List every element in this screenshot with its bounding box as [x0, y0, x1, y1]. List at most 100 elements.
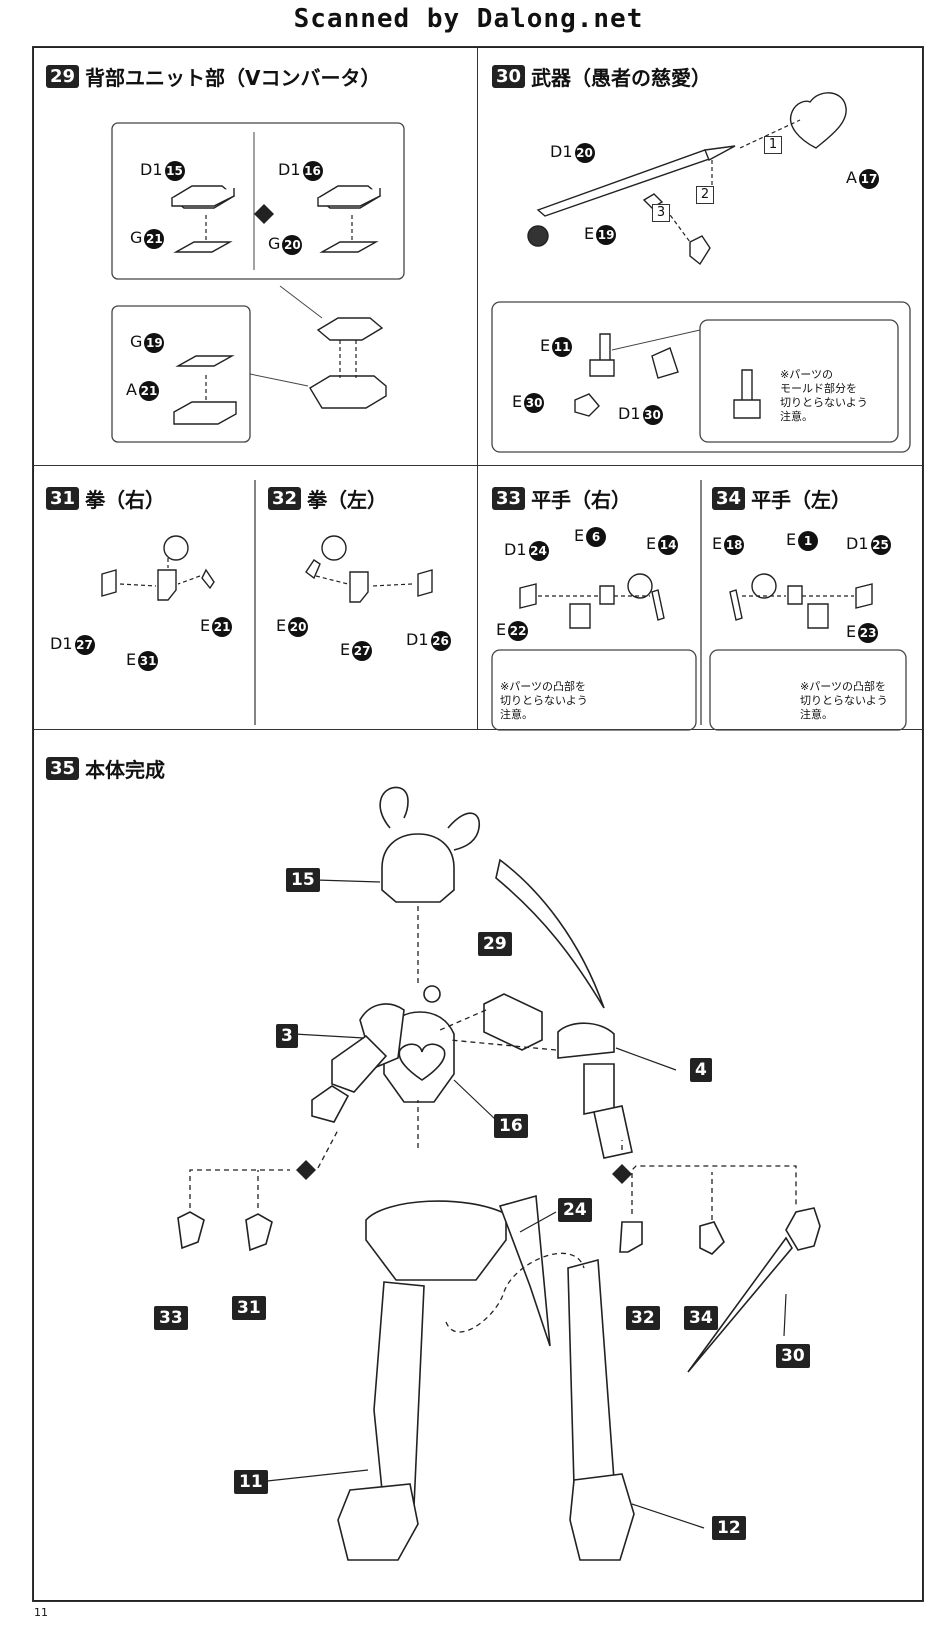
step-32-heading: 32 拳（左）: [268, 484, 387, 513]
part-letter: E: [276, 616, 287, 635]
callout-33: 33: [154, 1306, 188, 1330]
callout-24: 24: [558, 1198, 592, 1222]
order-step-1: 1: [764, 136, 782, 154]
step-number: 33: [492, 487, 526, 510]
callout-4: 4: [690, 1058, 712, 1082]
part-letter: G: [130, 228, 143, 247]
step-number: 35: [46, 757, 80, 780]
part-letter: E: [584, 224, 595, 243]
part-number: 17: [858, 169, 879, 189]
step-34-heading: 34 平手（左）: [712, 484, 851, 513]
step-number: 32: [268, 487, 302, 510]
part-letter: E: [340, 640, 351, 659]
step-29-heading: 29 背部ユニット部（Vコンバータ）: [46, 62, 381, 91]
part-number: 30: [642, 405, 663, 425]
part-letter: A: [126, 380, 137, 399]
order-step-2: 2: [696, 186, 714, 204]
part-number: 25: [870, 535, 891, 555]
part-number: 11: [552, 337, 573, 357]
part-letter: D1: [846, 534, 869, 553]
part-letter: E: [574, 526, 585, 545]
part-number: 31: [138, 651, 159, 671]
callout-3: 3: [276, 1024, 298, 1048]
part-letter: G: [130, 332, 143, 351]
part-letter: E: [126, 650, 137, 669]
part-number: 15: [164, 161, 185, 181]
part-number: 21: [138, 381, 159, 401]
part-number: 19: [596, 225, 617, 245]
part-number: 26: [430, 631, 451, 651]
step-number: 34: [712, 487, 746, 510]
callout-34: 34: [684, 1306, 718, 1330]
step-title: 拳（左）: [307, 488, 388, 512]
part-letter: D1: [50, 634, 73, 653]
part-number: 27: [74, 635, 95, 655]
part-number: 19: [144, 333, 165, 353]
step-title: 平手（左）: [751, 488, 852, 512]
step-35-heading: 35 本体完成: [46, 754, 165, 783]
part-number: 20: [282, 235, 303, 255]
callout-32: 32: [626, 1306, 660, 1330]
callout-29: 29: [478, 932, 512, 956]
step-30-heading: 30 武器（愚者の慈愛）: [492, 62, 711, 91]
step-31-heading: 31 拳（右）: [46, 484, 165, 513]
part-letter: G: [268, 234, 281, 253]
part-number: 16: [302, 161, 323, 181]
part-letter: D1: [504, 540, 527, 559]
step-title: 武器（愚者の慈愛）: [531, 66, 712, 90]
part-letter: E: [540, 336, 551, 355]
part-letter: D1: [406, 630, 429, 649]
step-33-heading: 33 平手（右）: [492, 484, 631, 513]
part-number: 21: [144, 229, 165, 249]
step-number: 31: [46, 487, 80, 510]
panel-step-35: [32, 729, 924, 1602]
step-number: 29: [46, 65, 80, 88]
part-letter: E: [496, 620, 507, 639]
part-number: 22: [508, 621, 529, 641]
part-number: 27: [352, 641, 373, 661]
caution-note: ※パーツの モールド部分を 切りとらないよう 注意。: [780, 368, 868, 423]
step-title: 本体完成: [85, 758, 166, 782]
part-letter: E: [200, 616, 211, 635]
part-letter: E: [512, 392, 523, 411]
callout-30: 30: [776, 1344, 810, 1368]
step-number: 30: [492, 65, 526, 88]
part-letter: D1: [140, 160, 163, 179]
step-title: 背部ユニット部（Vコンバータ）: [85, 66, 381, 90]
part-number: 23: [858, 623, 879, 643]
callout-31: 31: [232, 1296, 266, 1320]
part-letter: E: [786, 530, 797, 549]
step-title: 平手（右）: [531, 488, 632, 512]
caution-note: ※パーツの凸部を 切りとらないよう 注意。: [500, 680, 588, 721]
page-number: 11: [34, 1606, 48, 1619]
part-letter: D1: [550, 142, 573, 161]
part-number: 20: [288, 617, 309, 637]
part-letter: A: [846, 168, 857, 187]
callout-15: 15: [286, 868, 320, 892]
part-number: 14: [658, 535, 679, 555]
part-number: 18: [724, 535, 745, 555]
order-step-3: 3: [652, 204, 670, 222]
callout-16: 16: [494, 1114, 528, 1138]
part-number: 21: [212, 617, 233, 637]
